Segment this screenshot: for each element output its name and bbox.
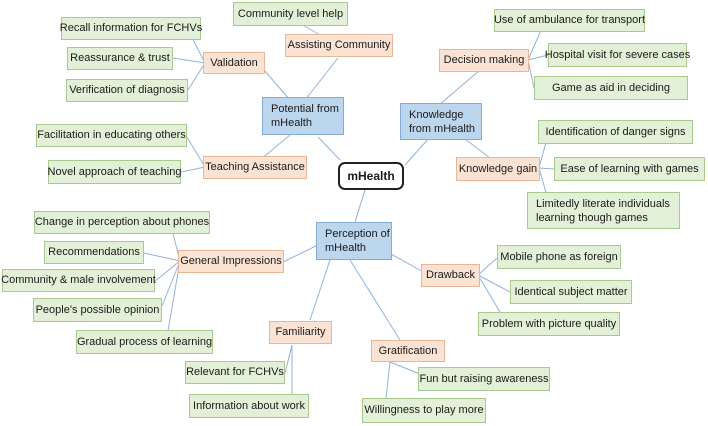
category-gratification: Gratification — [371, 340, 445, 362]
leaf-ease-learning: Ease of learning with games — [554, 157, 705, 181]
category-assisting-community: Assisting Community — [285, 34, 393, 57]
category-knowledge-gain: Knowledge gain — [456, 157, 540, 181]
leaf-ambulance: Use of ambulance for transport — [494, 9, 645, 32]
leaf-danger-signs: Identification of danger signs — [538, 120, 693, 144]
leaf-hospital-visit: Hospital visit for severe cases — [545, 43, 690, 67]
category-general-impressions: General Impressions — [178, 250, 284, 273]
category-drawback: Drawback — [421, 264, 480, 287]
leaf-picture-quality: Problem with picture quality — [478, 312, 620, 336]
leaf-peoples-opinion: People's possible opinion — [33, 298, 162, 322]
leaf-community-level-help: Community level help — [233, 2, 348, 26]
leaf-recommendations: Recommendations — [44, 241, 144, 264]
leaf-reassurance-trust: Reassurance & trust — [67, 47, 173, 70]
leaf-game-aid: Game as aid in deciding — [534, 76, 688, 100]
leaf-recall-information: Recall information for FCHVs — [60, 17, 202, 40]
hub-perception: Perception of mHealth — [316, 222, 392, 260]
category-familiarity: Familiarity — [269, 321, 332, 344]
leaf-willingness-play: Willingness to play more — [362, 398, 486, 423]
leaf-information-work: Information about work — [189, 394, 309, 418]
category-teaching-assistance: Teaching Assistance — [203, 156, 307, 179]
leaf-relevant-fchvs: Relevant for FCHVs — [185, 361, 285, 384]
leaf-identical-subject: Identical subject matter — [510, 280, 632, 304]
leaf-change-perception: Change in perception about phones — [34, 211, 210, 234]
hub-knowledge: Knowledge from mHealth — [400, 103, 482, 140]
leaf-community-male: Community & male involvement — [1, 269, 156, 292]
central-node: mHealth — [338, 162, 404, 190]
leaf-limitedly-literate: Limitedly literate individuals learning … — [527, 192, 680, 229]
category-validation: Validation — [203, 52, 265, 74]
hub-potential: Potential from mHealth — [262, 97, 344, 135]
leaf-mobile-foreign: Mobile phone as foreign — [497, 245, 621, 269]
category-decision-making: Decision making — [439, 49, 529, 72]
leaf-fun-awareness: Fun but raising awareness — [418, 367, 550, 391]
leaf-facilitation-educating: Facilitation in educating others — [36, 124, 187, 147]
leaf-verification-diagnosis: Verification of diagnosis — [66, 79, 188, 102]
leaf-gradual-process: Gradual process of learning — [76, 330, 213, 354]
leaf-novel-teaching: Novel approach of teaching — [48, 160, 181, 184]
